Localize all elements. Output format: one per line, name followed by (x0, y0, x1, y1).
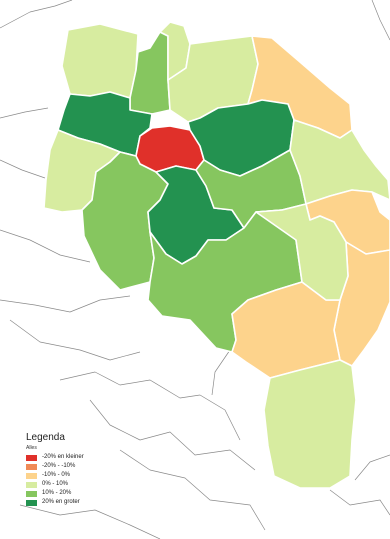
legend-label: -10% - 0% (42, 472, 71, 478)
legend-swatch (26, 490, 37, 497)
legend-label: 10% - 20% (42, 490, 72, 496)
legend-label: -20% en kleiner (42, 454, 84, 460)
legend-subtitle: Alles (26, 445, 37, 451)
legend-entry: -20% en kleiner (26, 453, 146, 462)
municipality-regions (43, 21, 390, 489)
legend-label: -20% - -10% (42, 463, 76, 469)
region-south-light-2 (263, 359, 357, 489)
legend-swatch (26, 499, 37, 506)
legend-entry: 10% - 20% (26, 489, 146, 498)
legend-entry: -10% - 0% (26, 471, 146, 480)
legend-entry: 0% - 10% (26, 480, 146, 489)
map-legend: Legenda Alles -20% en kleiner -20% - -10… (26, 432, 146, 507)
legend-title: Legenda (26, 432, 65, 443)
legend-swatch (26, 454, 37, 461)
legend-swatch (26, 463, 37, 470)
legend-entry: -20% - -10% (26, 462, 146, 471)
region-east-light (289, 119, 390, 205)
legend-entries: -20% en kleiner -20% - -10% -10% - 0% 0%… (26, 453, 146, 507)
legend-label: 20% en groter (42, 499, 80, 505)
region-north-west (61, 23, 139, 99)
region-south-light-1 (255, 203, 349, 301)
legend-swatch (26, 481, 37, 488)
region-south-orange (231, 281, 341, 379)
legend-entry: 20% en groter (26, 498, 146, 507)
legend-swatch (26, 472, 37, 479)
legend-label: 0% - 10% (42, 481, 69, 487)
